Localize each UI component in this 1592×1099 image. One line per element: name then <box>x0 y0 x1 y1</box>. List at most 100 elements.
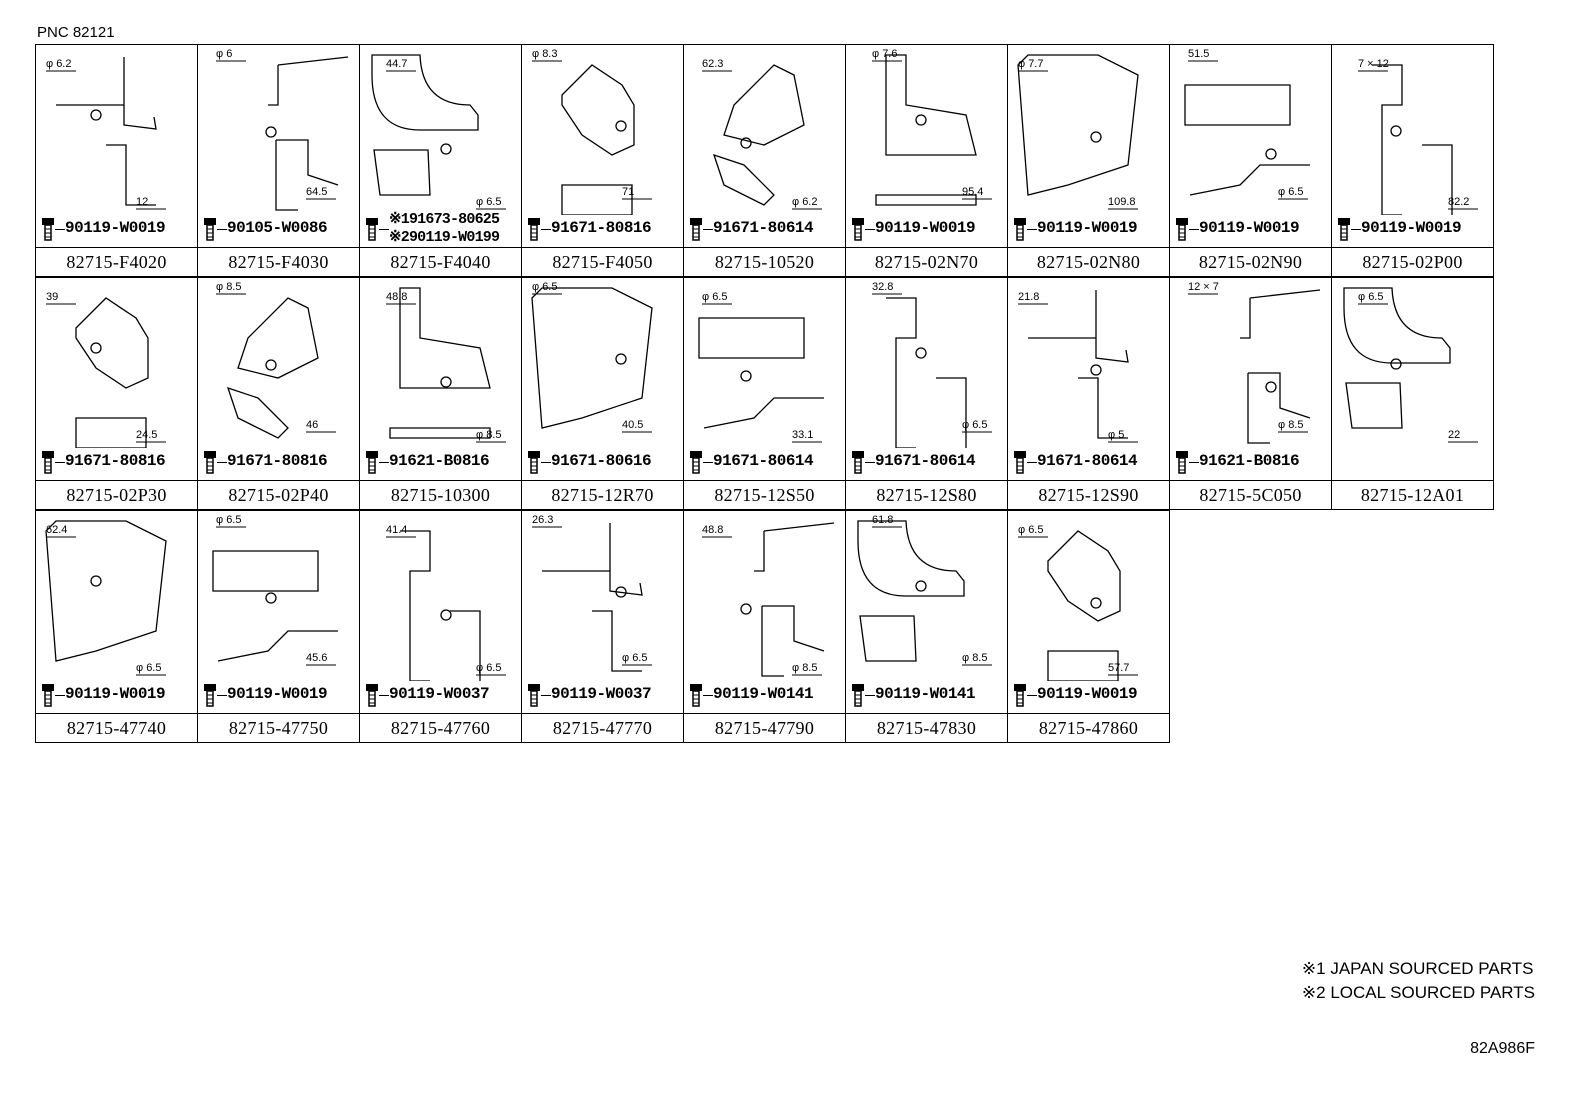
mounting-hole <box>1265 381 1277 393</box>
bolt-callout: 90105-W0086 <box>200 215 358 243</box>
bolt-part-number: 90119-W0019 <box>227 685 328 703</box>
bracket-illustration: 48.8φ 8.5 <box>702 522 835 677</box>
bolt-icon <box>690 451 702 474</box>
bolt-part-number: 90119-W0037 <box>389 685 490 703</box>
bracket-outline <box>75 297 149 448</box>
bolt-icon <box>204 451 216 474</box>
part-number: 82715-12A01 <box>1332 480 1493 510</box>
bolt-part-number: ※191673-80625 <box>389 211 500 228</box>
bolt-callout: 91621-B0816 <box>1172 448 1330 476</box>
bolt-part-number: 91671-80614 <box>1037 452 1138 470</box>
mounting-hole <box>1390 125 1402 137</box>
bolt-icon <box>852 218 864 241</box>
bolt-callout: 91671-80614 <box>686 448 844 476</box>
part-number: 82715-47740 <box>36 713 197 743</box>
leader-line <box>865 695 875 696</box>
mounting-hole <box>740 603 752 615</box>
leader-line <box>379 695 389 696</box>
bracket-outline <box>1184 84 1310 196</box>
bolt-icon <box>690 218 702 241</box>
mounting-hole <box>90 109 102 121</box>
bolt-part-number: 91671-80614 <box>713 452 814 470</box>
bracket-outline <box>542 523 643 672</box>
dimension-label: φ 6.5 <box>136 662 161 674</box>
bracket-illustration: φ 6.545.6 <box>212 514 338 666</box>
bracket-outline <box>857 520 965 662</box>
bolt-icon <box>852 684 864 707</box>
part-number: 82715-F4050 <box>522 247 683 277</box>
dimension-label: 62.4 <box>46 524 67 536</box>
leader-line <box>1027 462 1037 463</box>
bracket-illustration: 12 × 7φ 8.5 <box>1188 281 1321 444</box>
bolt-icon <box>42 684 54 707</box>
dimension-label: 62.3 <box>702 58 723 70</box>
mounting-hole <box>265 592 277 604</box>
mounting-hole <box>265 126 277 138</box>
dimension-label: φ 6 <box>216 48 232 60</box>
bolt-part-number: 90119-W0019 <box>1199 219 1300 237</box>
bolt-part-number: 91671-80614 <box>713 219 814 237</box>
bracket-illustration: 26.3 φ 6.5 <box>532 514 652 672</box>
part-number: 82715-5C050 <box>1170 480 1331 510</box>
bolt-part-number: 90119-W0019 <box>1361 219 1462 237</box>
leader-line <box>541 462 551 463</box>
dimension-label: φ 6.5 <box>476 662 501 674</box>
bracket-illustration: φ 6.533.1 <box>698 291 824 443</box>
bracket-outline <box>754 522 835 677</box>
bracket-outline <box>561 64 635 215</box>
bolt-callout: 91671-80614 <box>1010 448 1168 476</box>
leader-line <box>865 229 875 230</box>
bolt-icon <box>42 451 54 474</box>
bolt-callout: 90119-W0019 <box>848 215 1006 243</box>
bracket-outline <box>712 64 805 206</box>
note-japan: ※1 JAPAN SOURCED PARTS <box>1301 959 1534 978</box>
bolt-callout: 91671-80816 <box>38 448 196 476</box>
leader-line <box>55 229 65 230</box>
bolt-callout: 90119-W0019 <box>38 215 196 243</box>
bracket-outline <box>389 287 491 439</box>
bolt-callout: 90119-W0141 <box>848 681 1006 709</box>
bolt-icon <box>690 684 702 707</box>
dimension-label: φ 7.7 <box>1018 58 1043 70</box>
dimension-label: 26.3 <box>532 514 553 526</box>
dimension-label: 46 <box>306 419 318 431</box>
dimension-label: 109.8 <box>1108 196 1136 208</box>
dimension-label: φ 6.5 <box>622 652 647 664</box>
bolt-part-number: ※290119-W0199 <box>389 229 500 246</box>
leader-line <box>541 229 551 230</box>
bolt-callout: 90119-W0019 <box>1172 215 1330 243</box>
mounting-hole <box>90 575 102 587</box>
dimension-label: φ 8.5 <box>476 429 501 441</box>
bracket-outline <box>875 54 977 206</box>
leader-line <box>379 229 389 230</box>
bracket-illustration: 61.8φ 8.5 <box>857 514 992 666</box>
dimension-label: 22 <box>1448 429 1460 441</box>
leader-line <box>1351 229 1361 230</box>
